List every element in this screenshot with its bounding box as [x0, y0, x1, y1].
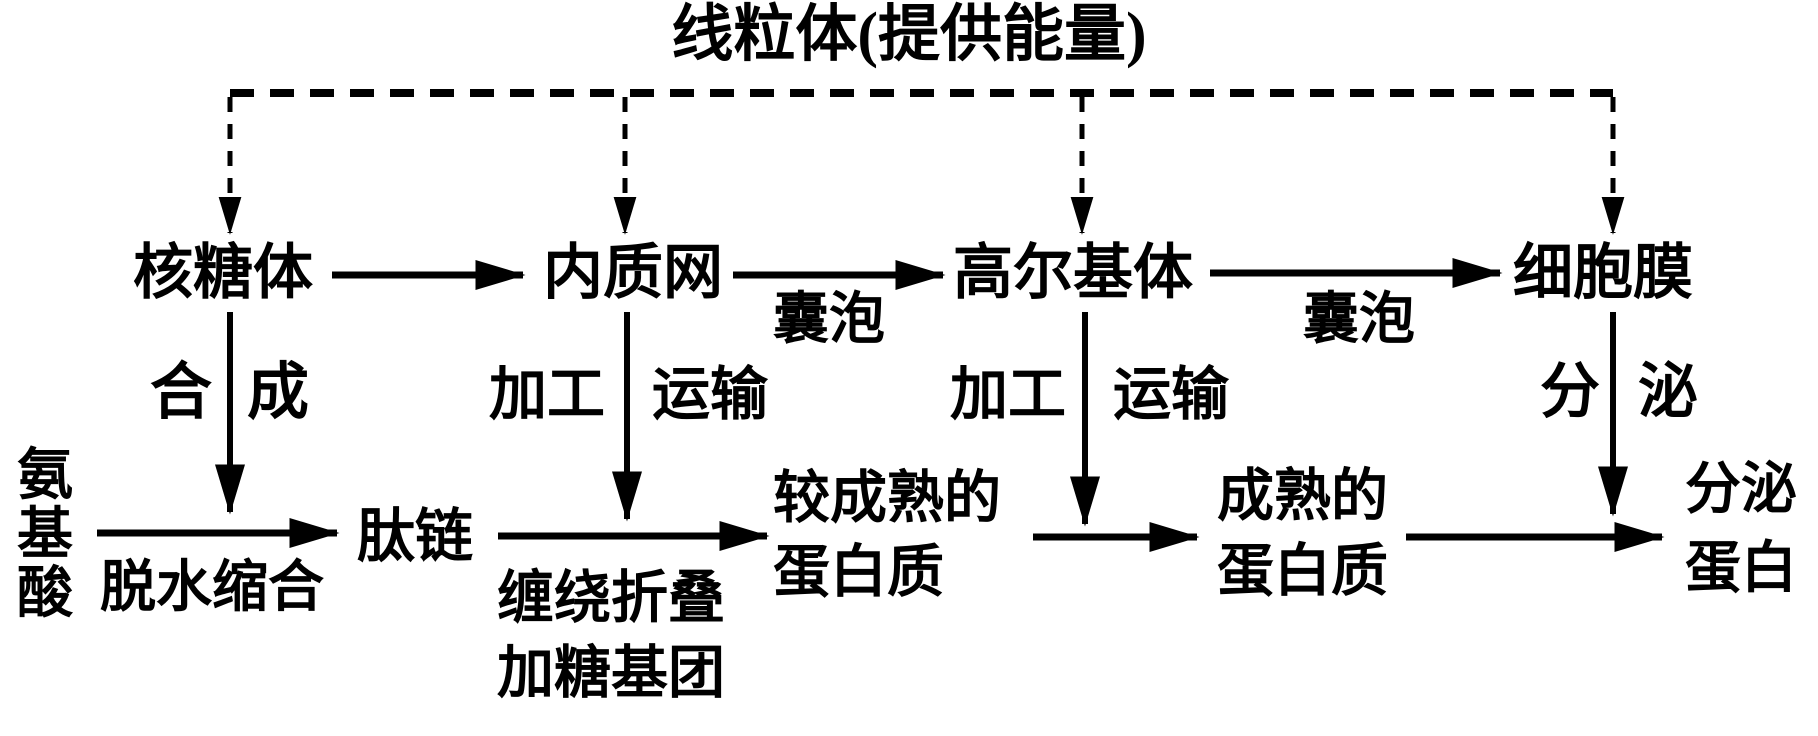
label-vesicle-2: 囊泡: [1303, 289, 1415, 351]
mature-line1: 成熟的: [1217, 465, 1388, 528]
label-processing-2: 加工: [950, 362, 1067, 427]
label-dehydration-condensation: 脱水缩合: [100, 557, 324, 619]
label-folding-line1: 缠绕折叠: [497, 567, 725, 630]
mature-line2: 蛋白质: [1217, 540, 1388, 603]
label-folding-glycosylation: 缠绕折叠 加糖基团: [497, 570, 725, 702]
label-folding-line2: 加糖基团: [497, 642, 725, 705]
label-processing-1: 加工: [489, 362, 606, 427]
node-secretory-protein: 分泌 蛋白: [1685, 462, 1797, 597]
secretory-line1: 分泌: [1685, 459, 1797, 521]
node-cell-membrane: 细胞膜: [1513, 240, 1693, 306]
node-mature-protein: 成熟的 蛋白质: [1217, 468, 1388, 600]
label-synthesis-left: 合: [150, 359, 213, 427]
secretory-line2: 蛋白: [1685, 538, 1797, 600]
title-mitochondria-energy: 线粒体(提供能量): [671, 1, 1147, 69]
semi-mature-line2: 蛋白质: [773, 541, 944, 604]
node-golgi-body: 高尔基体: [953, 240, 1193, 306]
label-secretion-right: 泌: [1638, 359, 1698, 425]
label-transport-2: 运输: [1113, 362, 1230, 427]
node-amino-acid: 氨基酸: [17, 445, 73, 625]
node-ribosome: 核糖体: [133, 240, 313, 306]
label-synthesis-right: 成: [247, 359, 310, 427]
label-vesicle-1: 囊泡: [773, 289, 885, 351]
node-semi-mature-protein: 较成熟的 蛋白质: [773, 470, 1001, 601]
node-endoplasmic-reticulum: 内质网: [543, 240, 723, 306]
label-secretion-left: 分: [1540, 359, 1600, 425]
semi-mature-line1: 较成熟的: [773, 467, 1001, 530]
label-transport-1: 运输: [652, 362, 769, 427]
node-peptide-chain: 肽链: [357, 504, 474, 569]
